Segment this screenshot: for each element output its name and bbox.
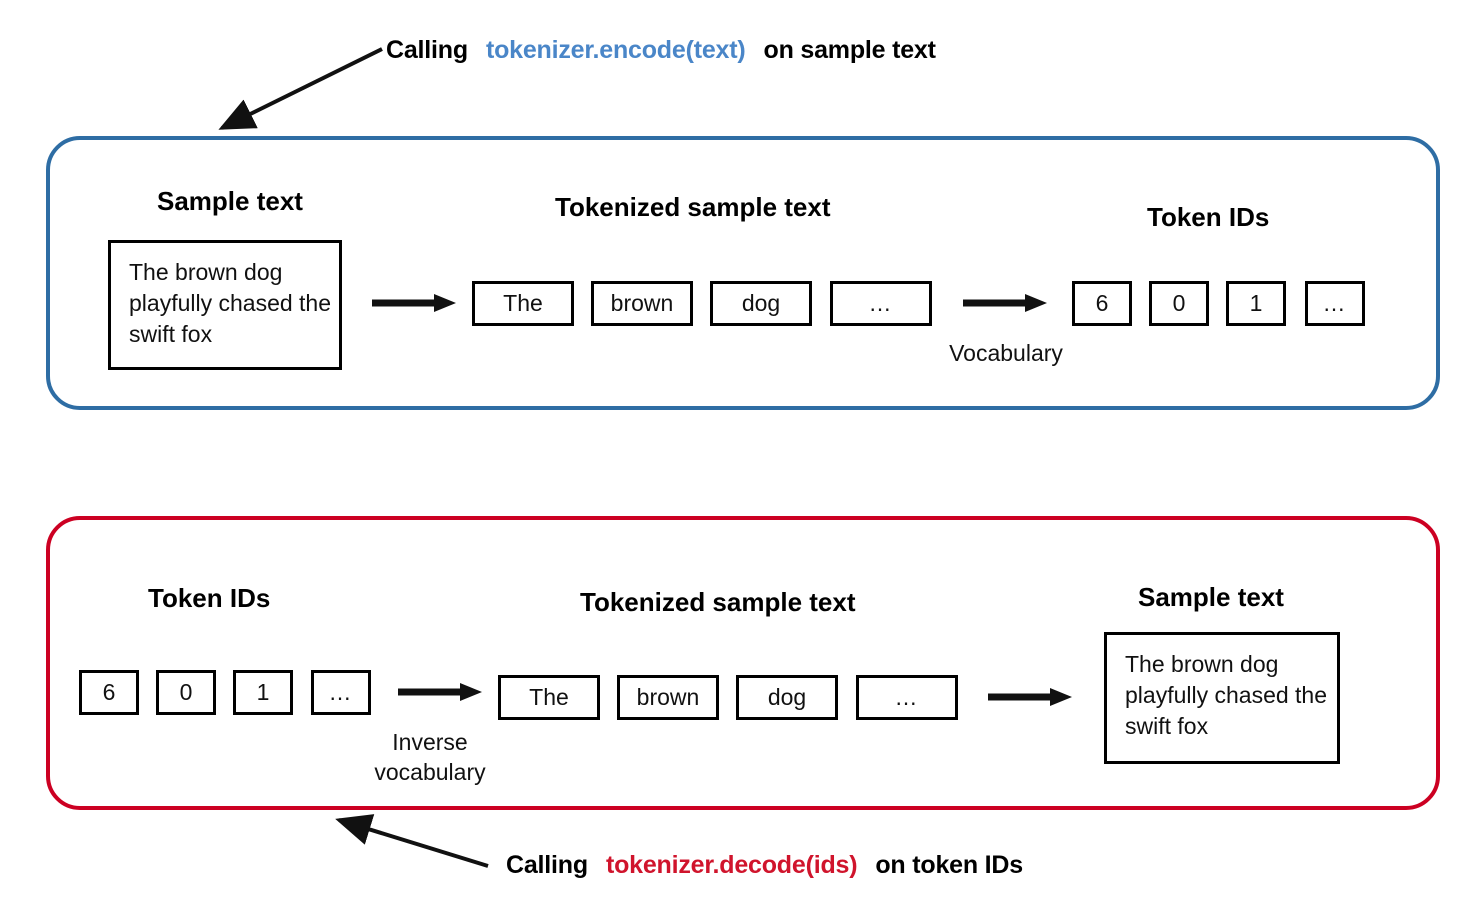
encode-heading-sample-text: Sample text [157,186,303,216]
encode-pointer-arrow [218,47,383,130]
encode-caption-suffix: on sample text [763,36,936,64]
decode-pointer-arrow [335,814,489,868]
encode-arrow-2 [963,292,1049,314]
encode-id-2: 1 [1226,281,1286,326]
encode-id-0: 6 [1072,281,1132,326]
encode-token-0: The [472,281,574,326]
decode-id-0: 6 [79,670,139,715]
decode-heading-tokenized: Tokenized sample text [580,587,856,617]
encode-heading-token-ids: Token IDs [1147,202,1270,232]
decode-caption-prefix: Calling [506,851,588,879]
decode-arrow-2 [988,686,1074,708]
decode-id-2: 1 [233,670,293,715]
encode-sample-text-box: The brown dog playfully chased the swift… [108,240,342,370]
encode-token-1: brown [591,281,693,326]
decode-caption: Calling tokenizer.decode(ids) on token IDs [506,851,1023,880]
decode-arrow-1 [398,681,484,703]
decode-token-0: The [498,675,600,720]
decode-id-3: … [311,670,371,715]
encode-token-2: dog [710,281,812,326]
encode-arrow-1 [372,292,458,314]
encode-vocabulary-label: Vocabulary [949,340,1063,366]
decode-id-1: 0 [156,670,216,715]
encode-token-3: … [830,281,932,326]
decode-caption-suffix: on token IDs [875,851,1023,879]
decode-caption-code: tokenizer.decode(ids) [605,851,858,879]
encode-caption-code: tokenizer.encode(text) [485,36,746,64]
decode-token-2: dog [736,675,838,720]
encode-caption: Calling tokenizer.encode(text) on sample t… [386,36,936,65]
decode-inverse-vocabulary-label: Inverse vocabulary [374,729,486,785]
decode-token-3: … [856,675,958,720]
decode-heading-token-ids: Token IDs [148,583,271,613]
encode-caption-prefix: Calling [386,36,468,64]
decode-token-1: brown [617,675,719,720]
decode-sample-text-box: The brown dog playfully chased the swift… [1104,632,1340,764]
encode-heading-tokenized: Tokenized sample text [555,192,831,222]
decode-heading-sample-text: Sample text [1138,582,1284,612]
encode-id-3: … [1305,281,1365,326]
encode-id-1: 0 [1149,281,1209,326]
